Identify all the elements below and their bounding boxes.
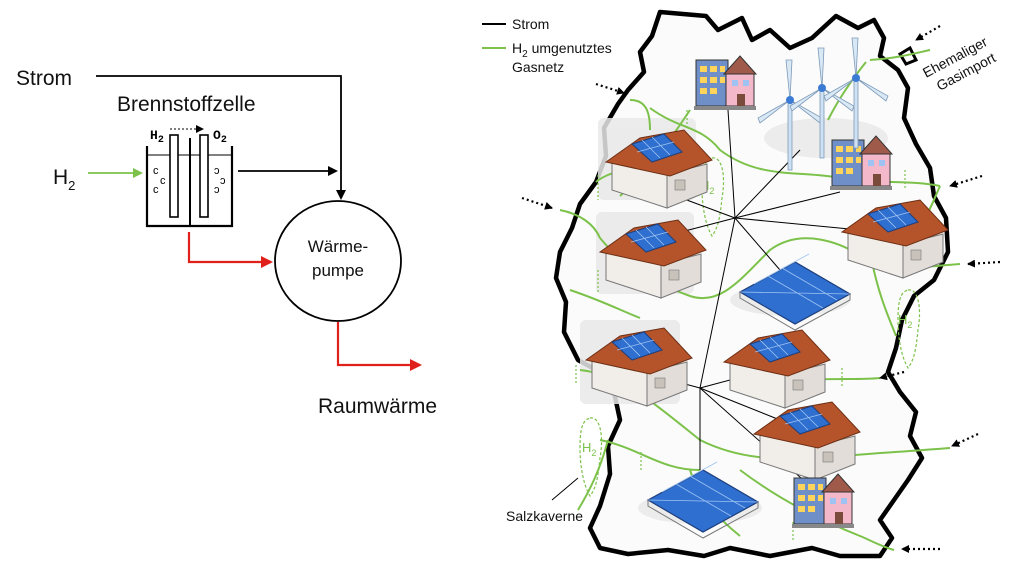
cell-o2-label: O2 xyxy=(213,128,227,146)
salt-cavern-label: Salzkaverne xyxy=(506,508,583,524)
heat-output-line xyxy=(336,322,422,371)
gas-import-arrows xyxy=(521,25,1001,553)
svg-text:ɔ: ɔ xyxy=(214,184,220,196)
svg-text:ɔ: ɔ xyxy=(214,165,220,177)
germany-map: H2 H2 H2 xyxy=(482,9,1001,559)
fuel-cell-label: Brennstoffzelle xyxy=(117,93,256,116)
svg-text:H2: H2 xyxy=(898,312,912,330)
svg-text:H2: H2 xyxy=(582,440,596,458)
building-1 xyxy=(693,55,757,111)
building-3 xyxy=(791,473,855,529)
building-2 xyxy=(829,135,893,191)
legend-h2-line2: Gasnetz xyxy=(512,59,564,75)
strom-label: Strom xyxy=(16,67,72,90)
former-gas-import-label: Ehemaliger Gasimport xyxy=(920,33,998,94)
legend-strom: Strom xyxy=(512,16,549,32)
heat-pump-label-2: pumpe xyxy=(312,261,364,280)
strom-line xyxy=(96,75,346,200)
svg-text:c: c xyxy=(153,165,159,177)
svg-text:c: c xyxy=(153,184,159,196)
heat-pump-circle xyxy=(274,200,402,322)
fuel-cell-heat-line xyxy=(187,232,273,268)
room-heat-label: Raumwärme xyxy=(318,395,437,418)
fuel-cell-icon: H2 O2 ccc ɔɔɔ xyxy=(145,125,234,228)
legend-h2: H2 umgenutztes xyxy=(512,40,612,60)
svg-text:c: c xyxy=(160,175,166,187)
svg-text:ɔ: ɔ xyxy=(220,175,226,187)
left-schematic: Strom Brennstoffzelle H2 H2 O2 ccc ɔɔɔ W… xyxy=(16,67,437,418)
cell-h2-label: H2 xyxy=(150,128,164,146)
h2-input-label: H2 xyxy=(53,166,75,193)
legend: Strom H2 umgenutztes Gasnetz xyxy=(482,16,612,75)
heat-pump-label-1: Wärme- xyxy=(308,237,368,256)
salt-cavern-pointer xyxy=(551,477,579,501)
